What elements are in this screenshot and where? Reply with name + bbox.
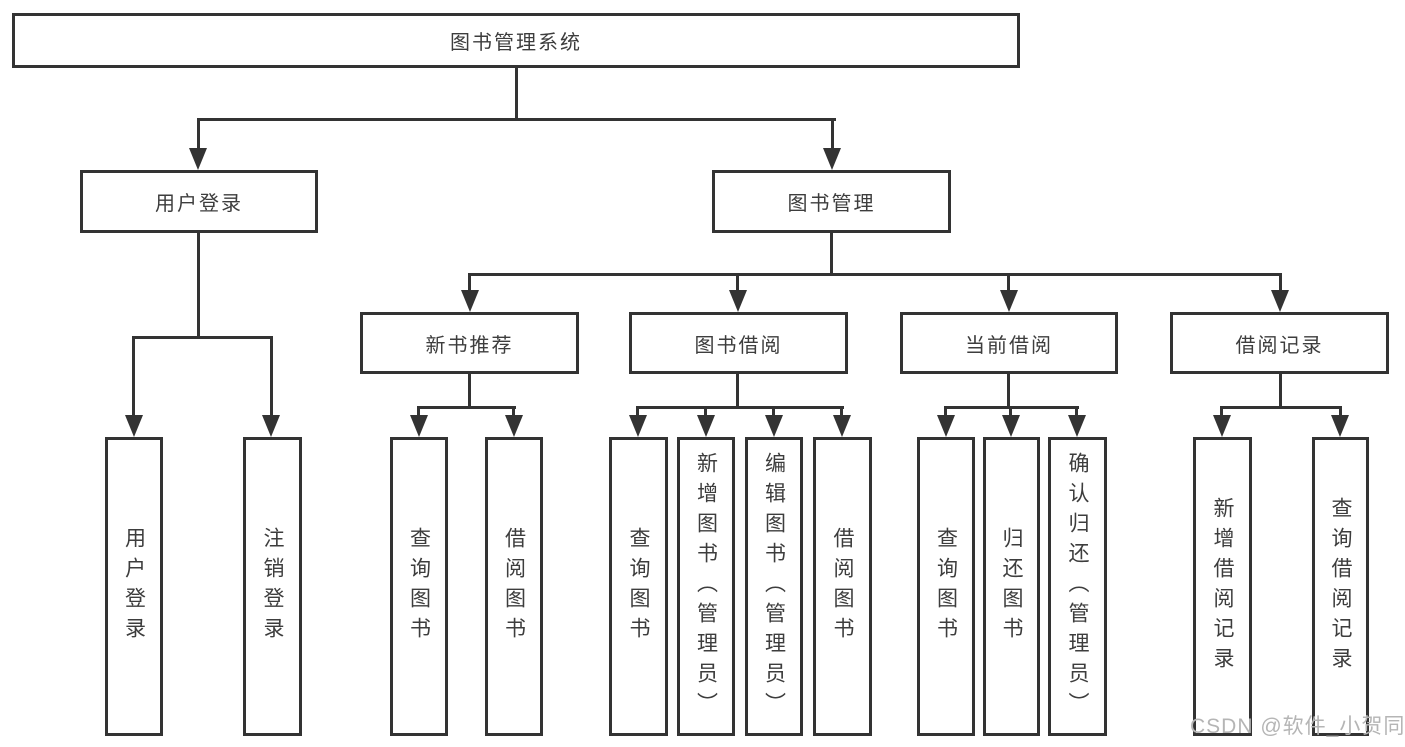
node-current-borrow: 当前借阅 [900, 312, 1118, 374]
leaf-cb-return-book: 归还图书 [983, 437, 1040, 736]
leaf-cb-confirm-return-admin-label: 确认归还（管理员） [1066, 451, 1089, 722]
node-borrow-record: 借阅记录 [1170, 312, 1389, 374]
connector-line [132, 336, 135, 419]
leaf-bb-edit-book-admin: 编辑图书（管理员） [745, 437, 803, 736]
arrowhead [1213, 415, 1231, 437]
arrowhead [1271, 290, 1289, 312]
connector-line [772, 406, 775, 419]
connector-line [512, 406, 515, 419]
connector-line [468, 273, 1282, 276]
node-book-borrow-label: 图书借阅 [694, 334, 783, 357]
arrowhead [189, 148, 207, 170]
leaf-cb-query-book-label: 查询图书 [934, 526, 958, 647]
connector-line [468, 273, 471, 294]
leaf-br-query-record: 查询借阅记录 [1312, 437, 1369, 736]
leaf-nbr-borrow-book: 借阅图书 [485, 437, 543, 736]
arrowhead [1002, 415, 1020, 437]
arrowhead [729, 290, 747, 312]
connector-line [704, 406, 707, 419]
watermark: CSDN @软件_小贺同学 [1190, 715, 1405, 738]
connector-line [1279, 374, 1282, 409]
leaf-nbr-borrow-book-label: 借阅图书 [502, 526, 526, 647]
leaf-bb-borrow-book-label: 借阅图书 [831, 526, 854, 647]
connector-line [636, 406, 639, 419]
arrowhead [833, 415, 851, 437]
connector-line [1007, 273, 1010, 294]
arrowhead [410, 415, 428, 437]
connector-line [197, 118, 836, 121]
arrowhead [629, 415, 647, 437]
leaf-cb-confirm-return-admin: 确认归还（管理员） [1048, 437, 1107, 736]
node-new-book-rec-label: 新书推荐 [425, 334, 514, 357]
arrowhead [505, 415, 523, 437]
leaf-nbr-query-book-label: 查询图书 [407, 526, 431, 647]
node-borrow-record-label: 借阅记录 [1235, 334, 1324, 357]
arrowhead [937, 415, 955, 437]
arrowhead [1068, 415, 1086, 437]
connector-line [197, 233, 200, 339]
connector-line [1279, 273, 1282, 294]
leaf-br-add-record: 新增借阅记录 [1193, 437, 1252, 736]
node-current-borrow-label: 当前借阅 [965, 334, 1053, 357]
leaf-br-query-record-label: 查询借阅记录 [1329, 496, 1352, 677]
node-book-mgmt: 图书管理 [712, 170, 951, 233]
arrowhead [697, 415, 715, 437]
connector-line [840, 406, 843, 419]
connector-line [736, 374, 739, 409]
leaf-nbr-query-book: 查询图书 [390, 437, 448, 736]
connector-line [417, 406, 420, 419]
arrowhead [262, 415, 280, 437]
leaf-user-login: 用户登录 [105, 437, 163, 736]
leaf-br-add-record-label: 新增借阅记录 [1211, 496, 1234, 677]
connector-line [515, 68, 518, 121]
arrowhead [823, 148, 841, 170]
leaf-bb-query-book: 查询图书 [609, 437, 668, 736]
leaf-logout: 注销登录 [243, 437, 302, 736]
connector-line [1009, 406, 1012, 419]
connector-line [944, 406, 947, 419]
leaf-cb-query-book: 查询图书 [917, 437, 975, 736]
arrowhead [1331, 415, 1349, 437]
connector-line [1007, 374, 1010, 409]
connector-line [132, 336, 273, 339]
arrowhead [461, 290, 479, 312]
connector-line [831, 118, 834, 150]
connector-line [417, 406, 516, 409]
leaf-logout-label: 注销登录 [261, 526, 284, 647]
arrowhead [125, 415, 143, 437]
node-root: 图书管理系统 [12, 13, 1020, 68]
connector-line [1339, 406, 1342, 419]
leaf-cb-return-book-label: 归还图书 [1000, 526, 1023, 647]
leaf-bb-edit-book-admin-label: 编辑图书（管理员） [762, 451, 786, 722]
leaf-bb-query-book-label: 查询图书 [627, 526, 650, 647]
node-user-login: 用户登录 [80, 170, 318, 233]
connector-line [468, 374, 471, 409]
arrowhead [1000, 290, 1018, 312]
connector-line [830, 233, 833, 276]
connector-line [1075, 406, 1078, 419]
node-book-mgmt-label: 图书管理 [787, 193, 876, 215]
connector-line [1220, 406, 1342, 409]
connector-line [736, 273, 739, 294]
leaf-bb-add-book-admin: 新增图书（管理员） [677, 437, 735, 736]
connector-line [197, 118, 200, 150]
leaf-user-login-label: 用户登录 [122, 526, 146, 647]
connector-line [636, 406, 844, 409]
node-user-login-label: 用户登录 [155, 193, 243, 215]
node-book-borrow: 图书借阅 [629, 312, 848, 374]
connector-line [1220, 406, 1223, 419]
leaf-bb-add-book-admin-label: 新增图书（管理员） [694, 451, 718, 722]
node-new-book-rec: 新书推荐 [360, 312, 579, 374]
arrowhead [765, 415, 783, 437]
node-root-label: 图书管理系统 [450, 32, 582, 54]
connector-line [270, 336, 273, 419]
leaf-bb-borrow-book: 借阅图书 [813, 437, 872, 736]
